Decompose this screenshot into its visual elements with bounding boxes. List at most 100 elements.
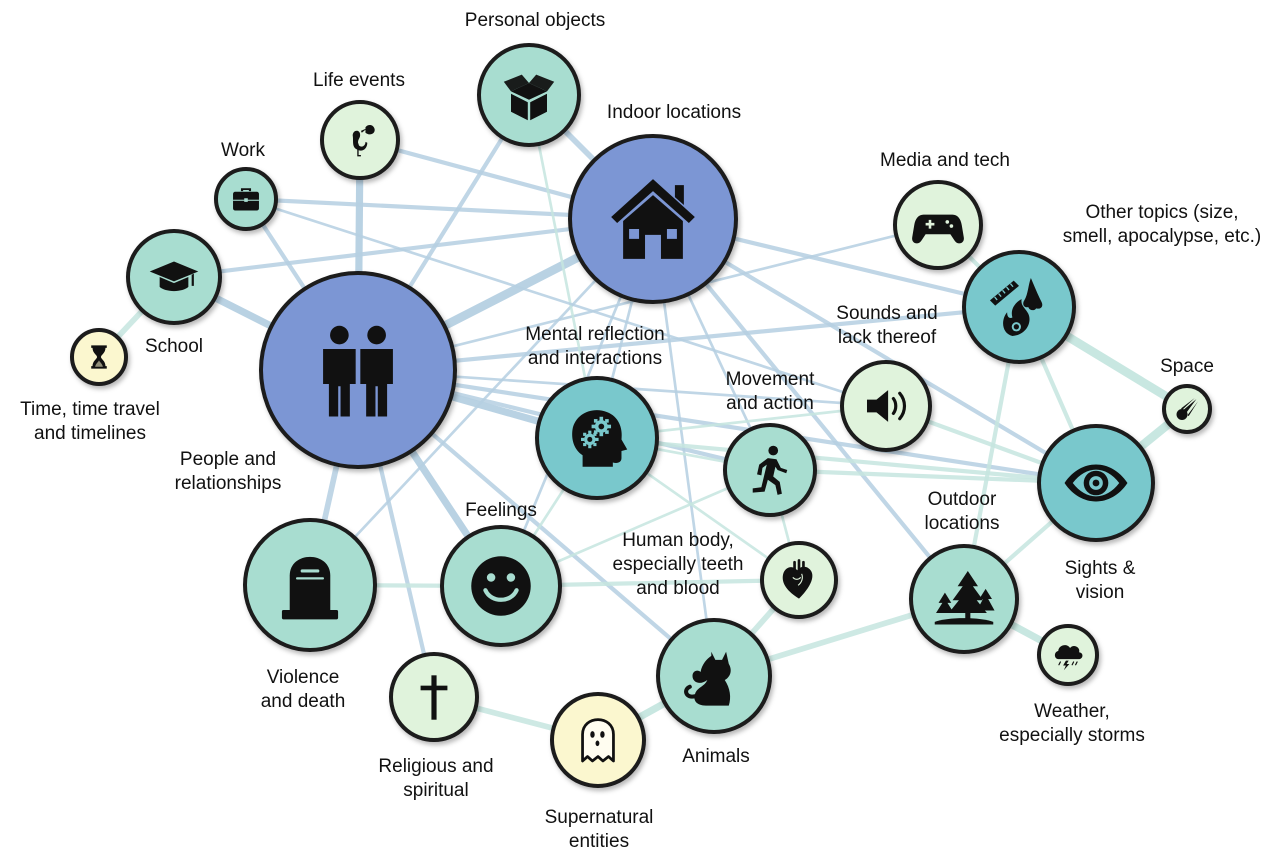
node-mental-label-line: and interactions xyxy=(528,348,662,369)
node-religious-label: Religious and spiritual xyxy=(378,756,493,801)
node-religious-label-line: Religious and xyxy=(378,756,493,777)
node-supernatural-label-line: entities xyxy=(569,831,629,849)
node-life-circle xyxy=(320,100,400,180)
smiley-icon xyxy=(471,556,531,616)
node-weather xyxy=(1037,624,1099,686)
node-people xyxy=(259,271,457,469)
node-sounds-label: Sounds and lack thereof xyxy=(836,303,937,348)
node-life xyxy=(320,100,400,180)
node-religious xyxy=(389,652,479,742)
node-space-label: Space xyxy=(1160,356,1214,377)
node-sounds-label-line: lack thereof xyxy=(838,327,937,348)
node-sights-label-line: Sights & xyxy=(1065,558,1136,579)
node-mental xyxy=(535,376,659,500)
node-personal xyxy=(477,43,581,147)
node-body-label: Human body, especially teeth and blood xyxy=(613,530,744,599)
node-movement xyxy=(723,423,817,517)
node-media-label-line: Media and tech xyxy=(880,150,1010,171)
node-movement-label-line: Movement xyxy=(726,369,815,390)
node-body-label-line: and blood xyxy=(636,578,719,599)
nodes-layer xyxy=(70,43,1212,788)
node-supernatural-label-line: Supernatural xyxy=(545,807,654,828)
node-violence xyxy=(243,518,377,652)
node-indoor xyxy=(568,134,738,304)
tombstone-icon xyxy=(281,556,339,620)
node-work-label: Work xyxy=(221,140,265,161)
link-work-sounds xyxy=(244,197,888,408)
node-media xyxy=(893,180,983,270)
node-feelings-label: Feelings xyxy=(465,500,537,521)
node-school-label: School xyxy=(145,336,203,357)
node-animals xyxy=(656,618,772,734)
node-supernatural-label: Supernatural entities xyxy=(545,807,654,849)
node-time-label-line: Time, time travel xyxy=(20,399,160,420)
node-feelings-label-line: Feelings xyxy=(465,500,537,521)
node-people-circle xyxy=(259,271,457,469)
node-outdoor-label-line: locations xyxy=(925,513,1000,534)
node-religious-label-line: spiritual xyxy=(403,780,468,801)
node-school xyxy=(126,229,222,325)
node-animals-label: Animals xyxy=(682,746,750,767)
node-sights xyxy=(1037,424,1155,542)
walking-person-icon xyxy=(752,445,788,495)
node-sounds xyxy=(840,360,932,452)
node-people-label-line: People and xyxy=(180,449,276,470)
node-time xyxy=(70,328,128,386)
node-weather-label-line: especially storms xyxy=(999,725,1145,746)
node-sights-label-line: vision xyxy=(1076,582,1125,603)
eye-icon xyxy=(1064,464,1128,502)
house-icon xyxy=(611,179,695,259)
node-sights-label: Sights & vision xyxy=(1065,558,1136,603)
node-body-label-line: especially teeth xyxy=(613,554,744,575)
node-weather-label: Weather, especially storms xyxy=(999,701,1145,746)
node-mental-label-line: Mental reflection xyxy=(525,324,664,345)
node-outdoor xyxy=(909,544,1019,654)
briefcase-icon xyxy=(233,188,259,211)
node-space-label-line: Space xyxy=(1160,356,1214,377)
node-work xyxy=(214,167,278,231)
ghost-icon xyxy=(581,718,615,763)
node-movement-label-line: and action xyxy=(726,393,814,414)
node-weather-label-line: Weather, xyxy=(1034,701,1110,722)
link-people-other xyxy=(355,304,1022,373)
trees-icon xyxy=(934,571,995,625)
head-gears-icon xyxy=(572,410,628,467)
node-life-label: Life events xyxy=(313,70,405,91)
node-violence-label-line: Violence xyxy=(267,667,340,688)
node-sounds-label-line: Sounds and xyxy=(836,303,937,324)
node-people-label: People and relationships xyxy=(175,449,282,494)
node-other-label-line: smell, apocalypse, etc.) xyxy=(1063,226,1262,247)
node-other-label-line: Other topics (size, xyxy=(1085,202,1238,223)
node-body-label-line: Human body, xyxy=(622,530,734,551)
link-people-sights xyxy=(355,367,1099,486)
node-media-label: Media and tech xyxy=(880,150,1010,171)
node-other xyxy=(962,250,1076,364)
heart-icon xyxy=(782,559,813,599)
node-mental-label: Mental reflection and interactions xyxy=(525,324,664,369)
ruler-nose-fire-icon xyxy=(989,277,1043,337)
node-life-label-line: Life events xyxy=(313,70,405,91)
link-indoor-sights xyxy=(650,216,1099,486)
link-mental-sights xyxy=(594,435,1099,486)
node-people-label-line: relationships xyxy=(175,473,282,494)
node-feelings xyxy=(440,525,562,647)
node-personal-label-line: Personal objects xyxy=(465,10,605,31)
node-school-label-line: School xyxy=(145,336,203,357)
cross-icon xyxy=(420,675,448,720)
node-body xyxy=(760,541,838,619)
comet-icon xyxy=(1176,397,1199,421)
speaker-icon xyxy=(866,390,907,422)
node-outdoor-label: Outdoor locations xyxy=(925,489,1000,534)
node-outdoor-label-line: Outdoor xyxy=(928,489,997,510)
node-work-label-line: Work xyxy=(221,140,265,161)
node-supernatural xyxy=(550,692,646,788)
node-other-label: Other topics (size, smell, apocalypse, et… xyxy=(1063,202,1262,247)
node-personal-label: Personal objects xyxy=(465,10,605,31)
storm-cloud-icon xyxy=(1054,645,1083,671)
node-movement-label: Movement and action xyxy=(726,369,815,414)
node-indoor-label: Indoor locations xyxy=(607,102,741,123)
